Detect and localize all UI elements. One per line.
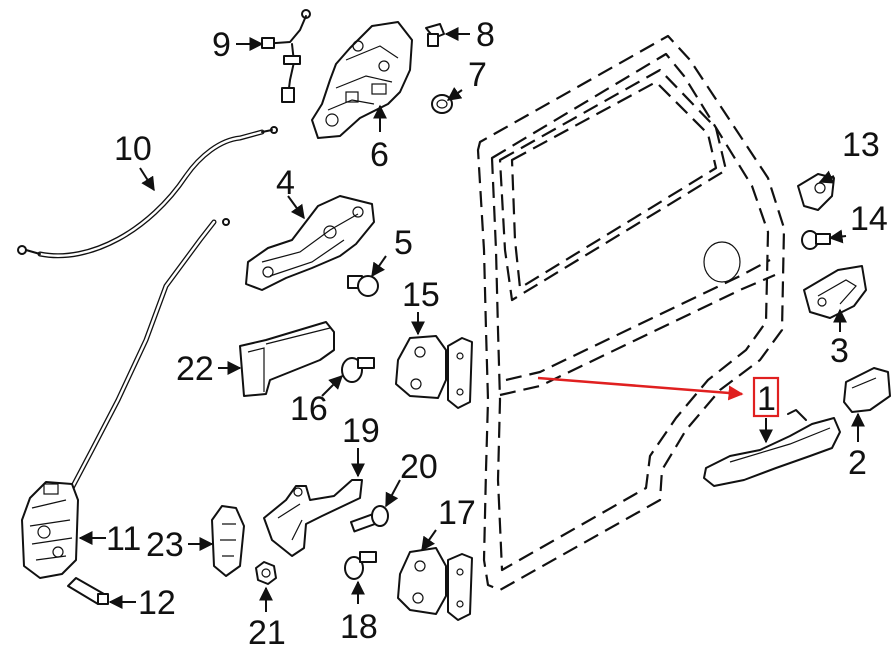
callout-20: 20 — [400, 448, 438, 486]
callout-22: 22 — [176, 350, 214, 388]
callout-19: 19 — [342, 412, 380, 450]
callout-9: 9 — [212, 26, 231, 64]
callout-labels: 1 2 3 4 5 6 7 8 9 10 11 12 13 14 15 16 1… — [106, 16, 888, 652]
part-8-screw — [425, 23, 445, 47]
callout-11: 11 — [106, 520, 141, 558]
part-21-nut — [255, 561, 277, 585]
highlight-arrow — [537, 376, 744, 401]
part-22-bracket — [239, 321, 335, 397]
part-18-bolt — [344, 551, 377, 580]
door-outline — [476, 34, 786, 592]
part-7-grommet — [431, 94, 453, 114]
callout-6: 6 — [370, 136, 389, 174]
callout-3: 3 — [830, 332, 849, 370]
callout-23: 23 — [146, 526, 184, 564]
part-3-bracket — [803, 265, 867, 319]
part-9-wire-harness — [261, 9, 311, 103]
part-4-handle-bracket — [245, 195, 375, 291]
callout-5: 5 — [394, 224, 413, 262]
callout-2: 2 — [848, 444, 867, 482]
part-6-latch-actuator — [311, 21, 413, 139]
callout-13: 13 — [842, 126, 880, 164]
callout-21: 21 — [248, 614, 286, 652]
callout-4: 4 — [276, 164, 295, 202]
part-16-bolt — [341, 357, 375, 383]
leader-lines — [78, 27, 865, 612]
callout-18: 18 — [340, 608, 378, 646]
callout-1: 1 — [757, 380, 776, 418]
part-11-door-latch — [21, 218, 230, 579]
callout-7: 7 — [468, 56, 487, 94]
callout-17: 17 — [438, 494, 476, 532]
highlight-box — [752, 376, 780, 418]
part-19-door-check — [263, 479, 363, 557]
part-17-lower-hinge — [397, 547, 473, 621]
part-20-bolt — [349, 505, 389, 533]
callout-14: 14 — [850, 200, 888, 238]
part-5-bolt — [347, 275, 379, 297]
callout-8: 8 — [476, 16, 495, 54]
callout-10: 10 — [114, 130, 152, 168]
callout-12: 12 — [138, 584, 176, 622]
part-2-handle-cap — [843, 367, 891, 413]
callout-15: 15 — [402, 276, 440, 314]
part-1-outside-handle[interactable] — [703, 409, 841, 487]
part-23-bumper — [211, 505, 245, 577]
part-12-rod — [67, 577, 109, 605]
part-14-screw — [801, 230, 831, 250]
part-15-upper-hinge — [395, 335, 473, 409]
callout-16: 16 — [290, 390, 328, 428]
part-10-cable — [17, 126, 278, 259]
